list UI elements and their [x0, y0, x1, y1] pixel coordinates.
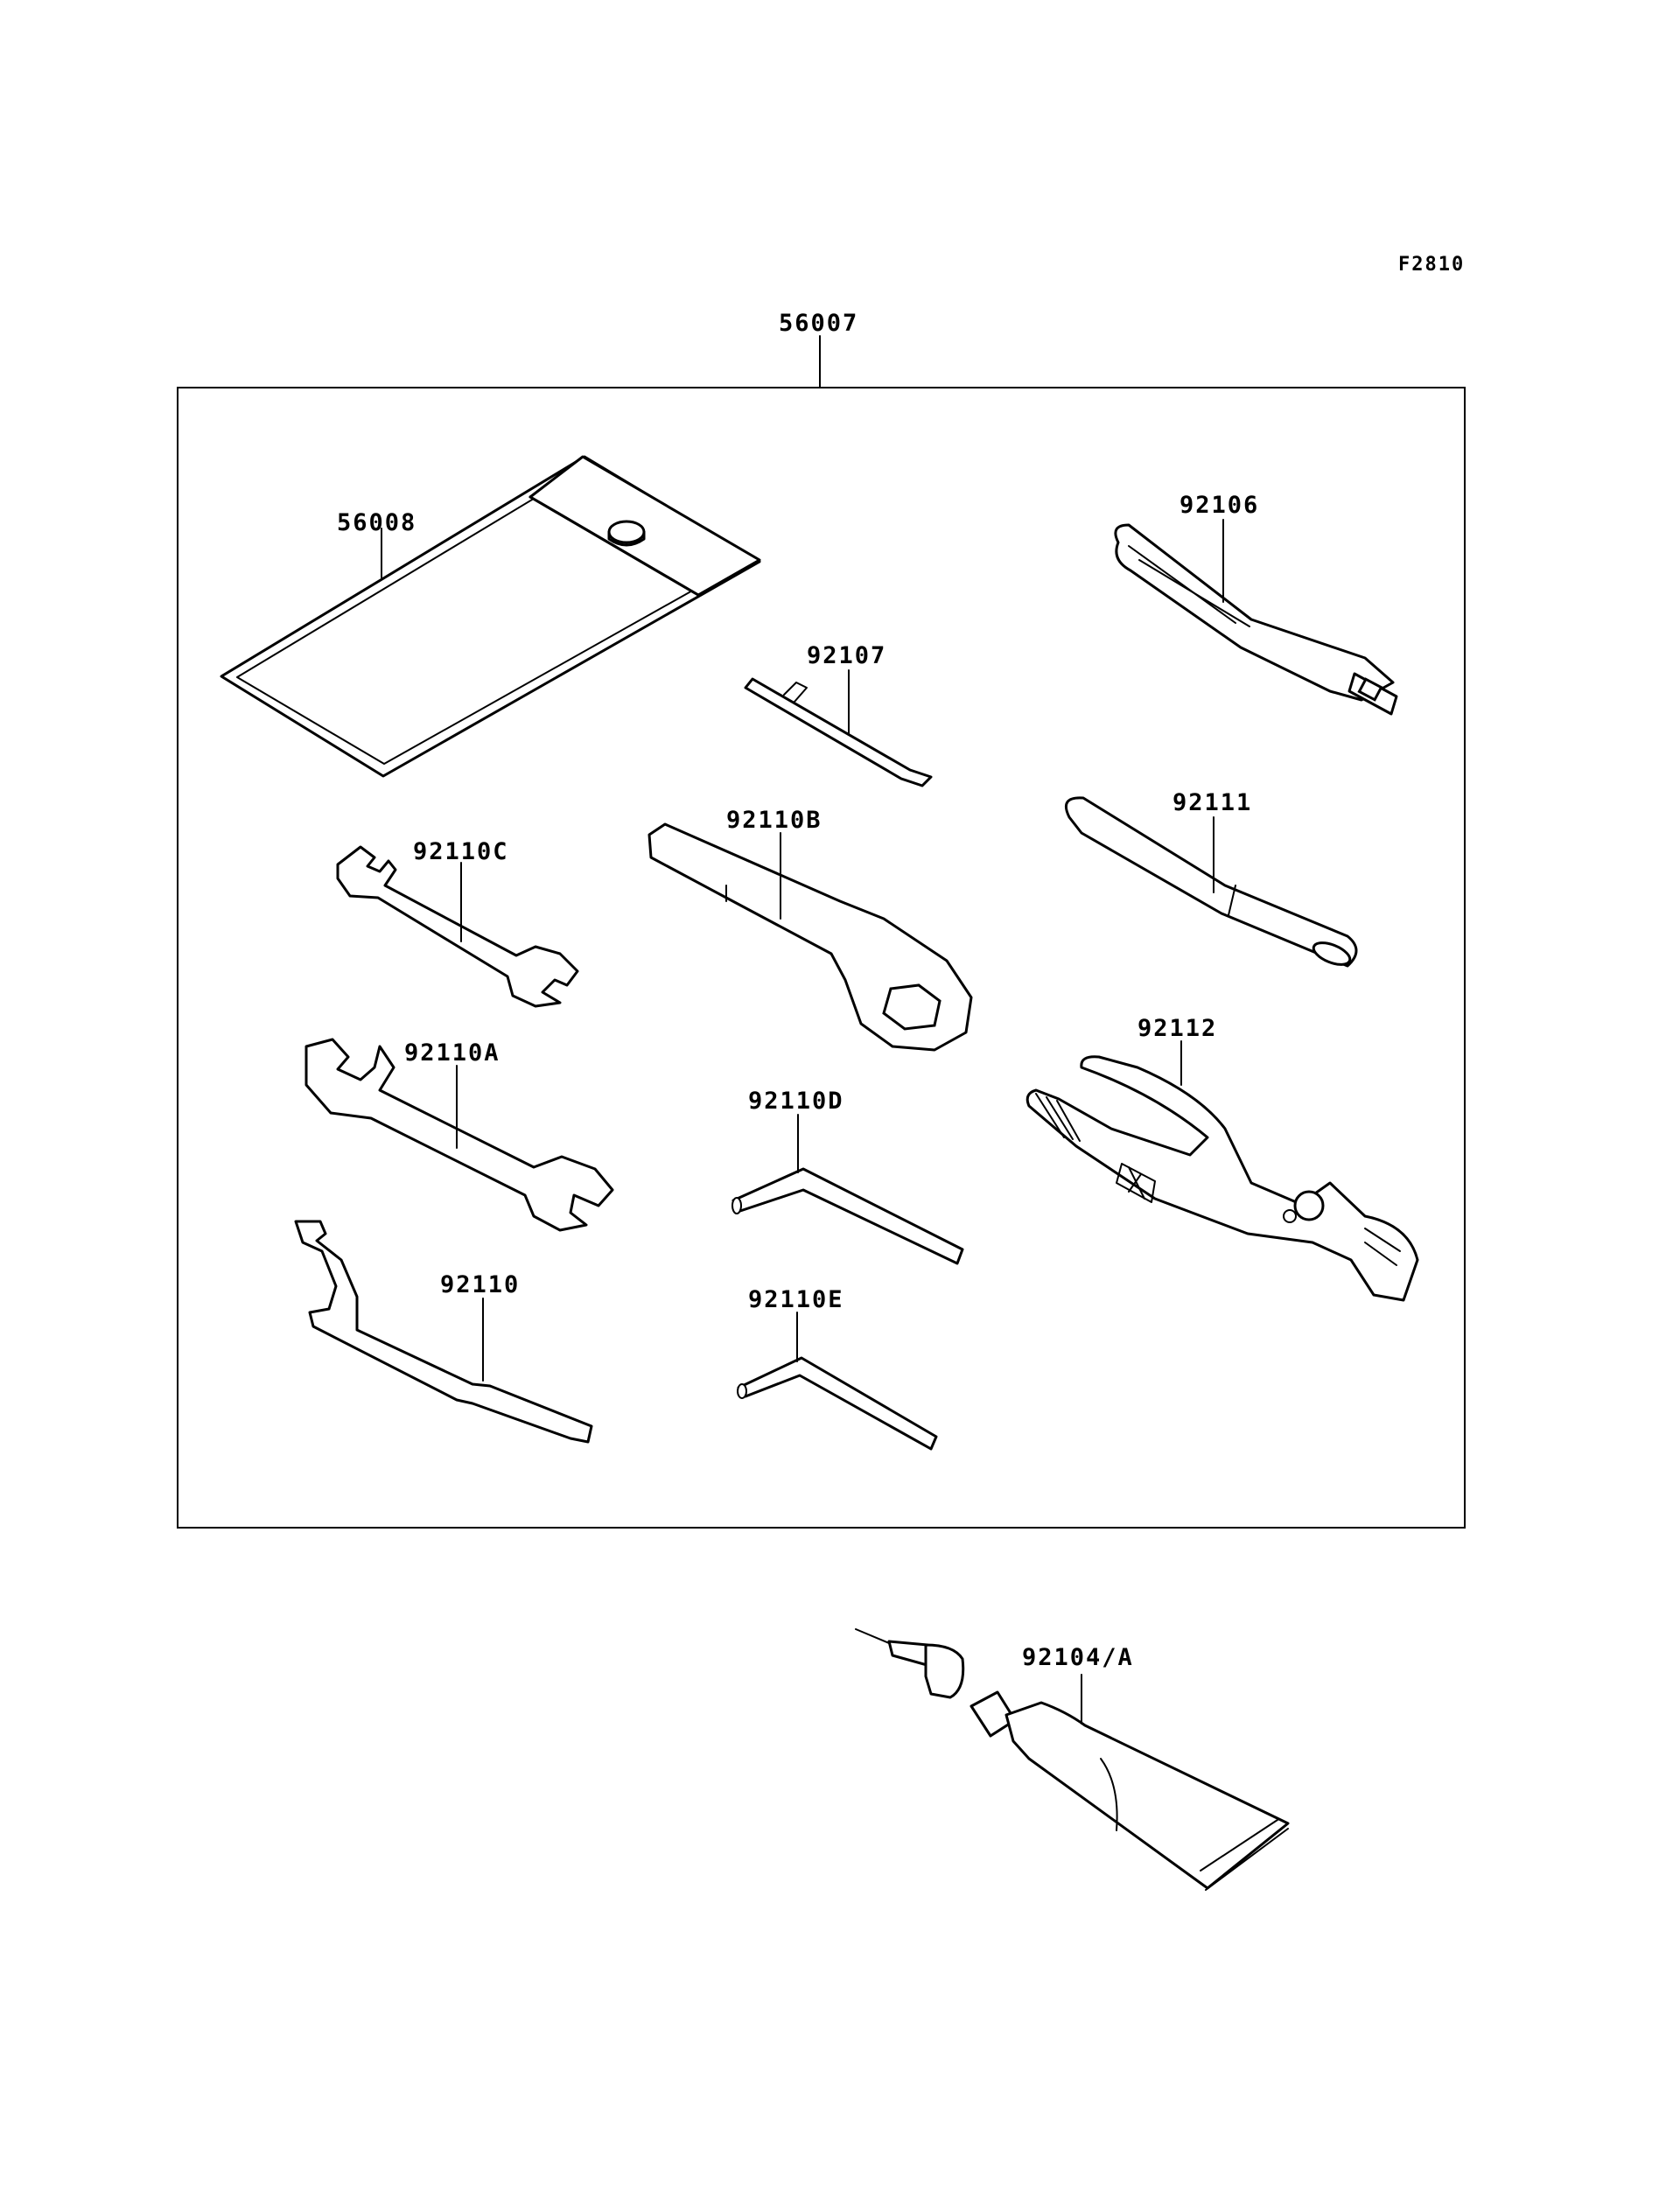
label-56008: 56008 — [337, 509, 417, 536]
screwdriver-bit-92107 — [744, 669, 933, 787]
pliers-92112 — [1026, 1040, 1419, 1302]
figure-code: F2810 — [1398, 254, 1466, 276]
tool-bag-56008 — [220, 455, 761, 778]
label-92107: 92107 — [807, 642, 887, 669]
hook-wrench-92110 — [294, 1220, 593, 1444]
wrench-92110C — [336, 845, 579, 1008]
tool-kit-frame — [177, 387, 1466, 1529]
label-92110A: 92110A — [404, 1039, 500, 1067]
label-92112: 92112 — [1138, 1015, 1218, 1042]
label-92110C: 92110C — [413, 838, 509, 865]
grease-tube-92104A — [855, 1628, 1290, 1891]
box-wrench-92110B — [648, 822, 973, 1052]
hex-key-92110D — [732, 1114, 964, 1265]
label-92111: 92111 — [1172, 789, 1253, 816]
extension-tube-92111 — [1065, 796, 1358, 968]
label-92110: 92110 — [440, 1271, 521, 1298]
wrench-92110A — [304, 1038, 614, 1232]
label-92104A: 92104/A — [1022, 1644, 1134, 1671]
hex-key-92110E — [737, 1312, 938, 1451]
label-92110D: 92110D — [748, 1088, 844, 1115]
label-56007: 56007 — [779, 310, 859, 337]
label-92110B: 92110B — [726, 807, 822, 834]
label-92110E: 92110E — [748, 1286, 844, 1313]
label-92106: 92106 — [1180, 492, 1260, 519]
screwdriver-handle-92106 — [1114, 519, 1398, 716]
